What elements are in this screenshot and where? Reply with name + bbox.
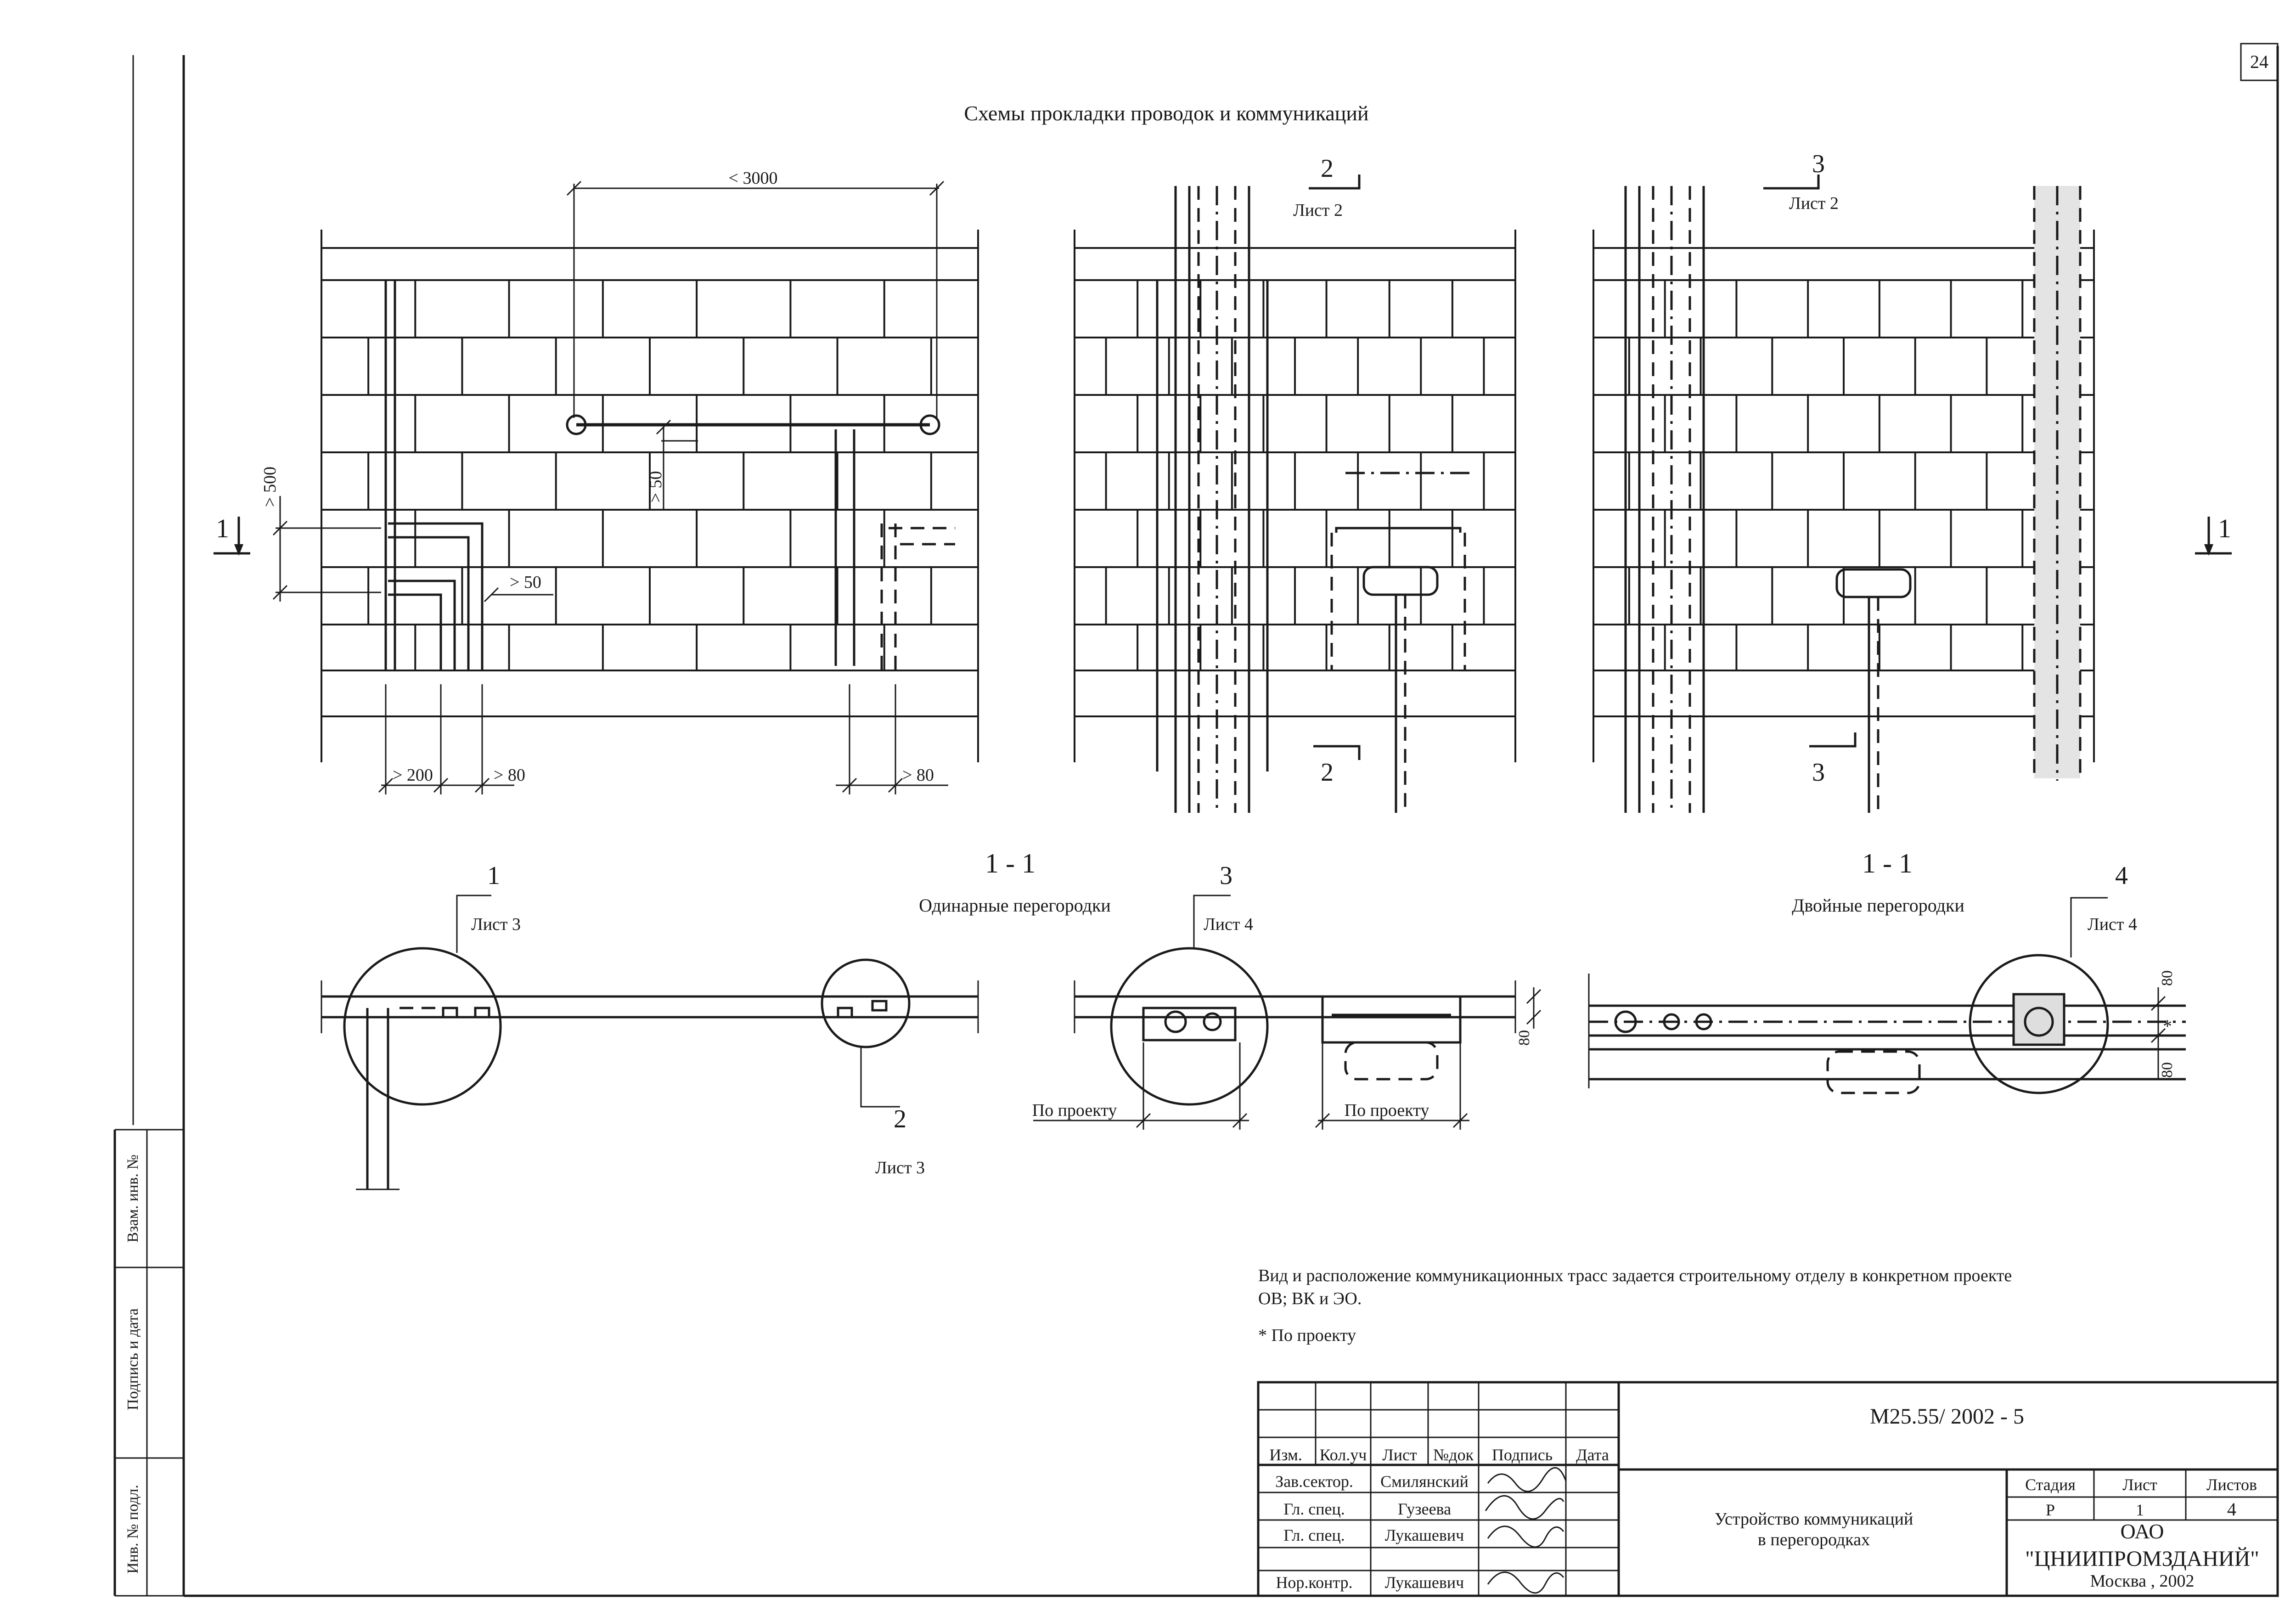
doc-code: М25.55/ 2002 - 5	[1870, 1404, 2024, 1429]
dim-asterisk: *	[2163, 1016, 2172, 1036]
callout-3-sheet: Лист 4	[1204, 915, 1253, 934]
callout-1: 1	[487, 861, 500, 890]
callout-4: 4	[2115, 861, 2128, 890]
tb-doc-name-1: Устройство коммуникаций	[1715, 1509, 1913, 1529]
note-line-1: Вид и расположение коммуникационных трас…	[1258, 1266, 2012, 1285]
tb-name-2: Гузеева	[1398, 1500, 1451, 1518]
by-project-2: По проекту	[1345, 1101, 1429, 1120]
tb-name-1: Смилянский	[1380, 1472, 1469, 1491]
mark-2-top-sheet: Лист 2	[1293, 201, 1343, 220]
note-line-2: ОВ; ВК и ЭО.	[1258, 1289, 1362, 1308]
tb-sheet-label: Лист	[2122, 1475, 2157, 1494]
section-double-subtitle: Двойные перегородки	[1792, 895, 1964, 916]
section-double	[1588, 897, 2186, 1094]
cut-marker-left: 1	[216, 513, 229, 543]
tb-header-ndok: №док	[1433, 1446, 1474, 1464]
dim-80-a: 80	[1516, 1030, 1533, 1046]
dim-80-b: 80	[2159, 970, 2176, 986]
tb-sheets-value: 4	[2227, 1499, 2236, 1520]
tb-stage-value: Р	[2046, 1501, 2055, 1519]
tb-org-1: ОАО	[2120, 1520, 2164, 1543]
callout-4-sheet: Лист 4	[2088, 915, 2137, 934]
mark-3-top-sheet: Лист 2	[1789, 194, 1839, 213]
callout-2: 2	[894, 1105, 906, 1133]
tb-name-3: Лукашевич	[1385, 1526, 1464, 1544]
tb-header-kolyuch: Кол.уч	[1320, 1446, 1367, 1464]
brick-wall-right	[1593, 230, 2095, 762]
mark-2-bottom: 2	[1321, 758, 1334, 787]
elevation-right	[1593, 175, 2232, 813]
dim-vertical-500: > 500	[260, 467, 280, 507]
section-single-right	[1033, 895, 1542, 1130]
dim-side-50: > 50	[510, 573, 541, 592]
section-single-title: 1 - 1	[985, 848, 1035, 878]
dim-bottom-80a: > 80	[494, 766, 525, 785]
mark-3-bottom: 3	[1812, 758, 1825, 787]
tb-role-1: Зав.сектор.	[1275, 1472, 1353, 1491]
tb-role-2: Гл. спец.	[1283, 1500, 1345, 1518]
page-title: Схемы прокладки проводок и коммуникаций	[964, 101, 1368, 125]
tb-sheets-label: Листов	[2206, 1475, 2257, 1494]
brick-wall-middle	[1074, 230, 1516, 762]
service-box	[2012, 993, 2065, 1046]
margin-vzam-label: Взам. инв. №	[124, 1154, 141, 1243]
tb-name-4: Лукашевич	[1385, 1573, 1464, 1592]
tb-role-3: Гл. спец.	[1283, 1526, 1345, 1544]
tb-role-4: Нор.контр.	[1276, 1573, 1352, 1592]
section-double-title: 1 - 1	[1862, 848, 1913, 878]
callout-3: 3	[1220, 861, 1232, 890]
elevation-middle	[1074, 175, 1516, 813]
mark-3-top: 3	[1812, 150, 1825, 178]
tb-org-2: "ЦНИИПРОМЗДАНИЙ"	[2025, 1547, 2259, 1571]
dim-top-3000: < 3000	[729, 169, 778, 188]
by-project-1: По проекту	[1032, 1101, 1117, 1120]
elevation-left	[214, 180, 979, 794]
dim-bottom-200: > 200	[393, 766, 433, 785]
tb-header-data: Дата	[1576, 1446, 1609, 1464]
tb-sheet-value: 1	[2136, 1501, 2144, 1519]
tb-org-3: Москва , 2002	[2090, 1571, 2195, 1591]
sheet-corner-number: 24	[2250, 51, 2268, 72]
callout-2-sheet: Лист 3	[875, 1158, 925, 1177]
tb-doc-name-2: в перегородках	[1758, 1530, 1870, 1549]
dim-bottom-80b: > 80	[902, 766, 934, 785]
mark-2-top: 2	[1321, 154, 1334, 183]
sheet-frame	[113, 43, 2279, 1597]
dim-vertical-50: > 50	[646, 471, 665, 503]
cut-marker-right: 1	[2218, 513, 2231, 543]
tb-header-podpis: Подпись	[1492, 1446, 1553, 1464]
tb-header-izm: Изм.	[1269, 1446, 1302, 1464]
tb-stage-label: Стадия	[2025, 1475, 2076, 1494]
callout-1-sheet: Лист 3	[471, 915, 521, 934]
dim-80-c: 80	[2159, 1062, 2176, 1078]
note-line-3: * По проекту	[1258, 1326, 1356, 1345]
section-single-subtitle: Одинарные перегородки	[919, 895, 1111, 916]
section-single	[321, 895, 979, 1190]
tb-header-list: Лист	[1382, 1446, 1417, 1464]
margin-inv-label: Инв. № подл.	[124, 1485, 141, 1574]
title-block	[1257, 1381, 2279, 1597]
margin-podp-label: Подпись и дата	[124, 1308, 141, 1410]
